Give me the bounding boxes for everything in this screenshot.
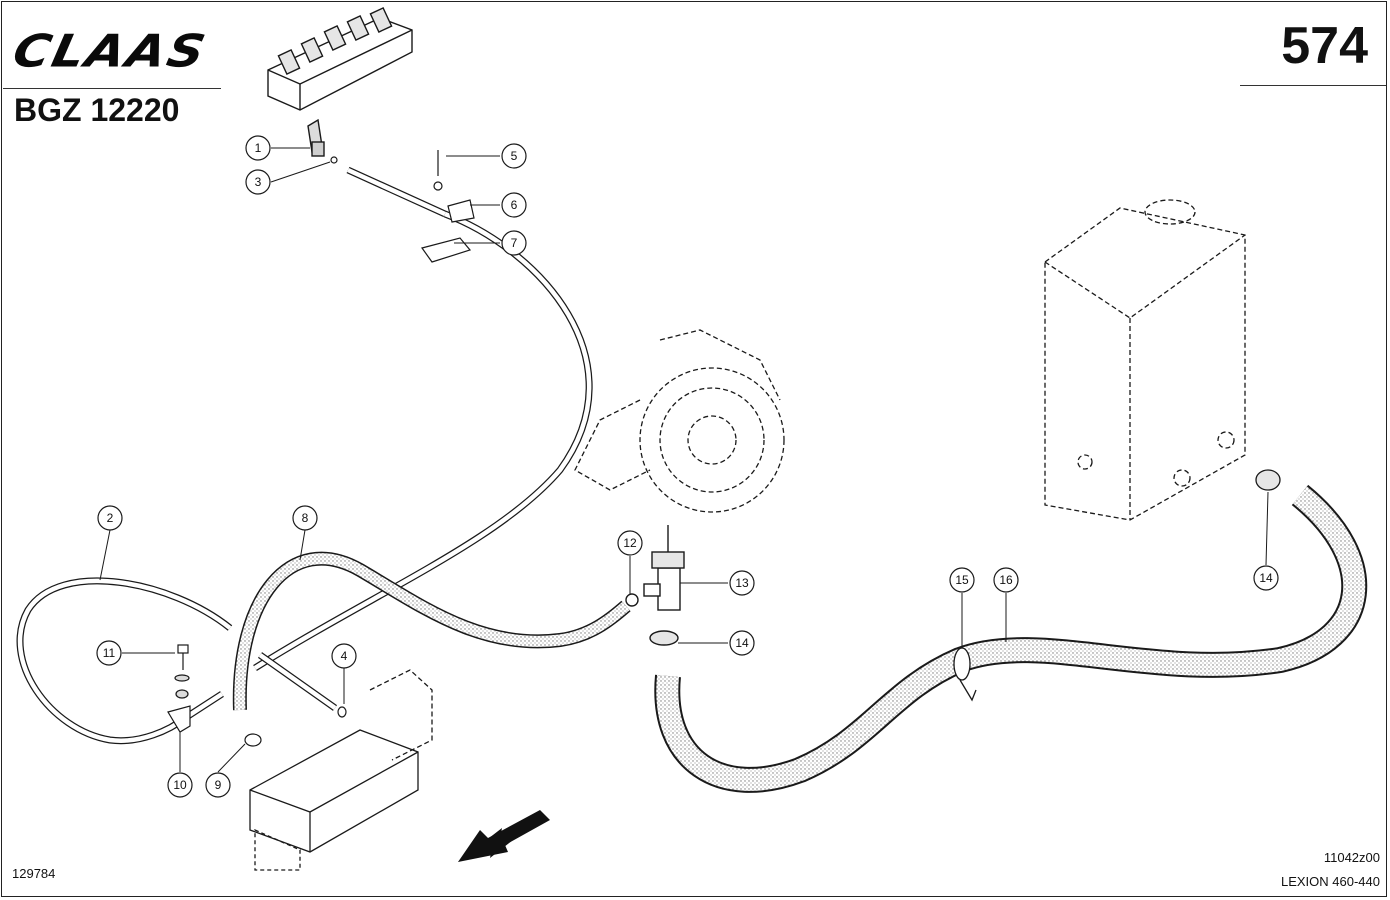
callout-label: 13 [735,576,749,590]
callout-label: 15 [955,573,969,587]
callout-3: 3 [245,169,271,195]
callout-9: 9 [205,772,231,798]
callout-10: 10 [167,772,193,798]
leader-lines [99,147,1269,773]
lower-valve-block [249,669,433,871]
callout-label: 3 [255,175,262,189]
callout-label: 16 [999,573,1013,587]
callout-7: 7 [501,230,527,256]
pipe-upper [253,166,593,711]
clamp-plate [421,150,475,263]
callout-14-lower: 14 [729,630,755,656]
page-number: 574 [1281,17,1368,75]
model-name: LEXION 460-440 [1280,874,1380,889]
callout-label: 7 [511,236,518,250]
callout-4: 4 [331,643,357,669]
callout-label: 4 [341,649,348,663]
callout-13: 13 [729,570,755,596]
header-divider-left [3,88,221,89]
document-code: BGZ 12220 [14,92,180,128]
callout-label: 9 [215,778,222,792]
callout-label: 1 [255,141,262,155]
callout-label: 6 [511,198,518,212]
hose-16 [654,484,1368,793]
callout-label: 8 [302,511,309,525]
callout-12: 12 [617,530,643,556]
control-valve-block [267,7,413,157]
callout-6: 6 [501,192,527,218]
callout-label: 12 [623,536,637,550]
callout-11: 11 [96,640,122,666]
header-divider-right [1240,85,1386,86]
callout-16: 16 [993,567,1019,593]
callout-label: 11 [103,646,116,660]
hydraulic-pump [574,329,785,513]
callout-15: 15 [949,567,975,593]
callout-label: 14 [1259,571,1273,585]
tank-fitting-14 [1255,469,1281,491]
callout-label: 14 [735,636,749,650]
arrow-direction-icon [458,810,550,862]
callout-8: 8 [292,505,318,531]
callout-2: 2 [97,505,123,531]
hose-8 [232,551,631,711]
tee-fitting [625,525,685,646]
callout-label: 2 [107,511,114,525]
reference-number: 129784 [12,866,56,881]
clamp-10-assembly [167,644,191,733]
drawing-number: 11042z00 [1323,850,1380,865]
callout-1: 1 [245,135,271,161]
oil-tank [1044,199,1246,521]
o-rings [244,156,347,747]
callout-label: 5 [511,149,518,163]
callout-5: 5 [501,143,527,169]
callout-label: 10 [173,778,187,792]
hose-2 [16,577,233,745]
callout-14-tank: 14 [1253,565,1279,591]
